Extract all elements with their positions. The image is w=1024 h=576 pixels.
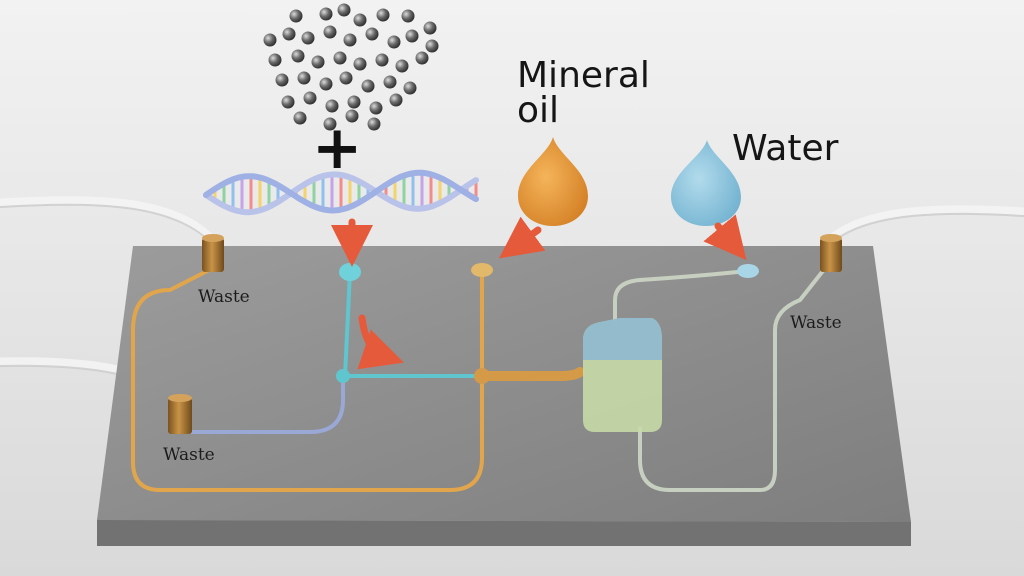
bead xyxy=(395,59,409,73)
bead xyxy=(347,95,361,109)
bead xyxy=(263,33,277,47)
dna-helix-icon xyxy=(203,169,479,216)
water-droplet-icon xyxy=(671,140,741,226)
tube-fitting-icon xyxy=(168,394,192,434)
channels xyxy=(131,260,832,492)
bead xyxy=(268,53,282,67)
bead xyxy=(389,93,403,107)
bead xyxy=(425,39,439,53)
bead xyxy=(375,53,389,67)
arrow-icon xyxy=(331,214,747,370)
bead xyxy=(403,81,417,95)
plus-sign: + xyxy=(312,113,362,183)
bead xyxy=(361,79,375,93)
sample-inlet xyxy=(339,263,361,281)
bead xyxy=(282,27,296,41)
water-channel xyxy=(613,269,749,327)
oil-droplet-icon xyxy=(518,137,588,226)
bead xyxy=(325,99,339,113)
bead xyxy=(293,111,307,125)
bead xyxy=(303,91,317,105)
chamber xyxy=(583,318,662,432)
bead xyxy=(343,33,357,47)
waste-label-right: Waste xyxy=(790,313,842,333)
bead xyxy=(415,51,429,65)
bead xyxy=(387,35,401,49)
oil-inlet xyxy=(471,263,493,277)
water-inlet xyxy=(737,264,759,278)
bead xyxy=(367,117,381,131)
bead-particles xyxy=(263,3,439,131)
oil-channel xyxy=(131,266,484,492)
bead xyxy=(401,9,415,23)
bead xyxy=(323,25,337,39)
bead xyxy=(369,101,383,115)
mineral-oil-label: Mineral xyxy=(517,55,650,96)
bead xyxy=(311,55,325,69)
dna-strand xyxy=(203,171,479,216)
bead xyxy=(319,7,333,21)
bead xyxy=(383,75,397,89)
bead xyxy=(333,51,347,65)
junction-node xyxy=(336,369,350,383)
bead xyxy=(301,31,315,45)
mineral-oil-label-line2: oil xyxy=(517,90,559,131)
bead xyxy=(365,27,379,41)
bead xyxy=(281,95,295,109)
bead xyxy=(319,77,333,91)
bead xyxy=(297,71,311,85)
junction-node xyxy=(474,368,490,384)
bead xyxy=(376,8,390,22)
water-label: Water xyxy=(732,128,839,169)
bead xyxy=(291,49,305,63)
bead xyxy=(423,21,437,35)
waste-label-bottom-left: Waste xyxy=(163,445,215,465)
bead xyxy=(345,109,359,123)
bead xyxy=(337,3,351,17)
bead xyxy=(323,117,337,131)
bead xyxy=(353,13,367,27)
chip xyxy=(97,246,911,546)
bead xyxy=(405,29,419,43)
bead xyxy=(339,71,353,85)
tube-fitting-icon xyxy=(820,234,842,272)
waste-label-top-left: Waste xyxy=(198,287,250,307)
waste-channel xyxy=(188,374,345,434)
tube-fitting-icon xyxy=(202,234,224,272)
dna-strand xyxy=(203,169,479,214)
bead xyxy=(353,57,367,71)
bead xyxy=(275,73,289,87)
bead xyxy=(289,9,303,23)
